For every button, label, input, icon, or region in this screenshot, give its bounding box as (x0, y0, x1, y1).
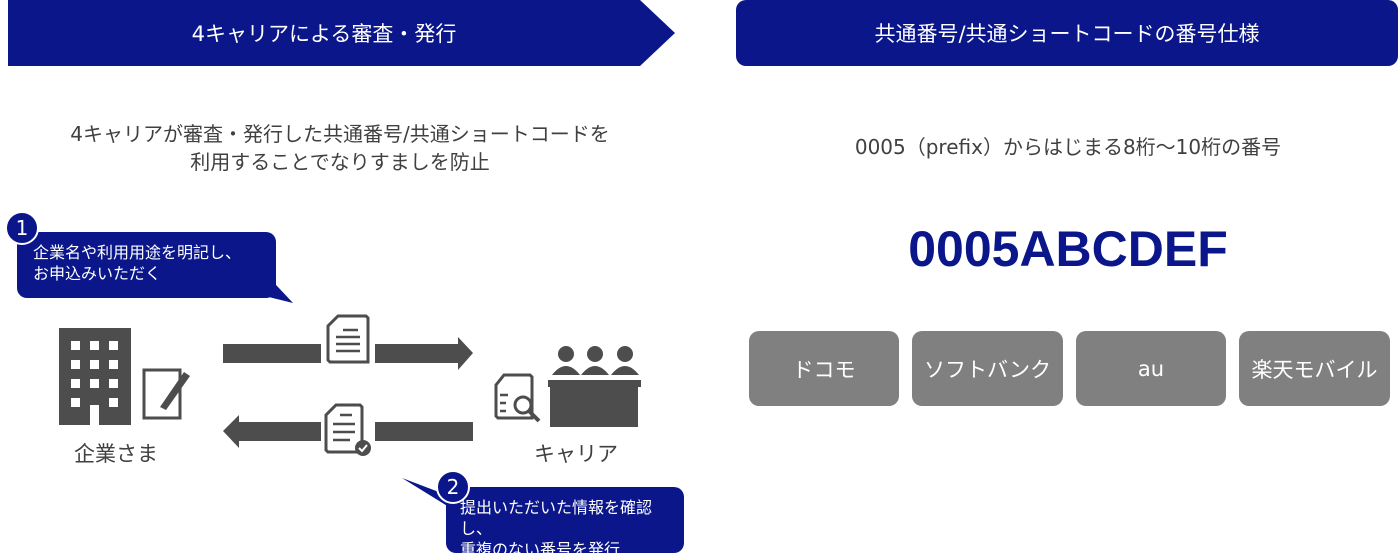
building-icon (59, 328, 131, 425)
left-description: 4キャリアが審査・発行した共通番号/共通ショートコードを 利用することでなりすま… (40, 120, 640, 176)
left-description-line2: 利用することでなりすましを防止 (190, 150, 490, 174)
carrier-docomo: ドコモ (749, 331, 899, 406)
carrier-softbank: ソフトバンク (912, 331, 1063, 406)
carrier-rakuten: 楽天モバイル (1239, 331, 1390, 406)
step2-line1: 提出いただいた情報を確認し、 (460, 498, 653, 538)
company-label: 企業さま (74, 442, 158, 466)
step1-line1: 企業名や利用用途を明記し、 (33, 243, 242, 262)
step1-callout: 企業名や利用用途を明記し、 お申込みいただく (17, 232, 276, 298)
carrier-au: au (1076, 331, 1226, 406)
step2-number-badge: 2 (436, 470, 470, 504)
left-header-title: 4キャリアによる審査・発行 (191, 22, 457, 46)
document-check-icon (321, 402, 375, 456)
search-document-icon (494, 373, 541, 423)
step2-line2: 重複のない番号を発行 (460, 540, 621, 559)
step1-line2: お申込みいただく (33, 264, 162, 283)
left-description-line1: 4キャリアが審査・発行した共通番号/共通ショートコードを (70, 122, 610, 146)
step1-number-badge: 1 (5, 211, 39, 245)
document-icon (321, 312, 375, 366)
reviewers-icon (548, 346, 641, 427)
left-header-banner (8, 0, 675, 66)
pen-document-icon (142, 368, 190, 420)
right-description: 0005（prefix）からはじまる8桁～10桁の番号 (854, 135, 1282, 159)
right-header-banner (736, 0, 1398, 66)
step2-callout: 提出いただいた情報を確認し、 重複のない番号を発行 (446, 487, 684, 559)
right-header-title: 共通番号/共通ショートコードの番号仕様 (874, 22, 1260, 46)
example-code: 0005ABCDEF (908, 221, 1228, 277)
carrier-label: キャリア (534, 442, 618, 466)
